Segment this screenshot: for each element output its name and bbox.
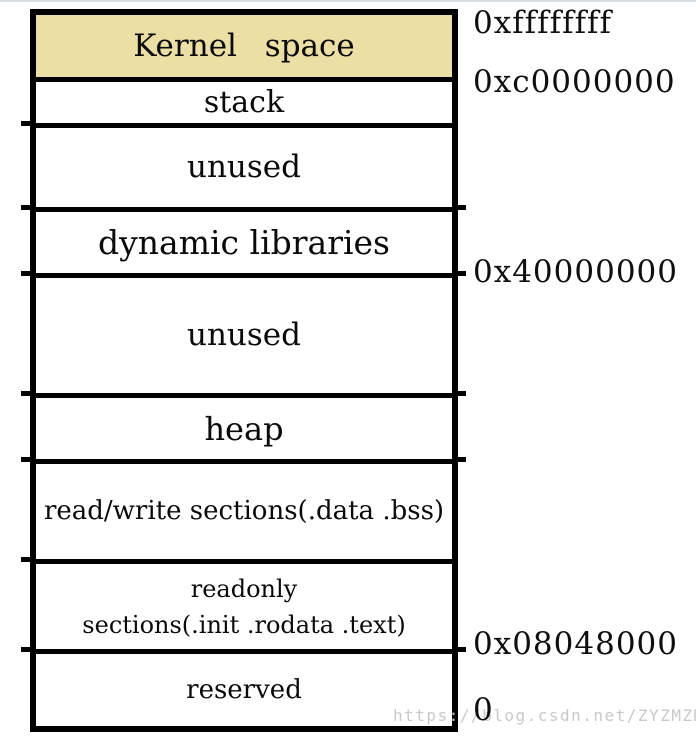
section-label: read/write sections(.data .bss): [43, 496, 445, 526]
line-overshoot-tick: [457, 205, 466, 210]
line-overshoot-tick: [457, 647, 466, 652]
section-label: dynamic libraries: [98, 222, 390, 262]
memory-map-box: Kernel space stack unused dynamic libraries…: [30, 9, 458, 732]
line-overshoot-tick: [457, 271, 466, 276]
line-overshoot-tick: [457, 457, 466, 462]
line-overshoot-tick: [21, 557, 31, 562]
section-heap: heap: [36, 393, 452, 459]
line-overshoot-tick: [21, 121, 31, 126]
section-label: heap: [204, 409, 284, 448]
section-kernel-space: Kernel space: [36, 15, 452, 77]
line-overshoot-tick: [21, 205, 31, 210]
line-overshoot-tick: [21, 647, 31, 652]
section-stack: stack: [36, 77, 452, 123]
addr-0x40000000: 0x40000000: [473, 254, 678, 290]
line-overshoot-tick: [21, 391, 31, 396]
addr-0x08048000: 0x08048000: [473, 626, 678, 662]
addr-0xc0000000: 0xc0000000: [473, 64, 676, 100]
addr-0: 0: [473, 692, 494, 728]
window-edge-strip: [0, 0, 696, 2]
section-label: stack: [203, 85, 285, 120]
section-label: Kernel space: [133, 27, 355, 64]
section-unused-lower: unused: [36, 273, 452, 393]
section-label: unused: [187, 317, 301, 354]
section-unused-upper: unused: [36, 123, 452, 207]
section-label: unused: [187, 149, 301, 186]
section-reserved: reserved: [36, 649, 452, 726]
section-label: reserved: [186, 674, 302, 705]
section-dynamic-libraries: dynamic libraries: [36, 207, 452, 273]
section-label: readonly sections(.init .rodata .text): [82, 574, 406, 639]
section-read-write-sections: read/write sections(.data .bss): [36, 459, 452, 559]
section-readonly-sections: readonly sections(.init .rodata .text): [36, 559, 452, 649]
addr-0xffffffff: 0xffffffff: [473, 5, 612, 41]
line-overshoot-tick: [21, 271, 31, 276]
line-overshoot-tick: [457, 391, 466, 396]
line-overshoot-tick: [21, 457, 31, 462]
watermark-text: https://blog.csdn.net/ZYZMZM_: [393, 706, 696, 725]
